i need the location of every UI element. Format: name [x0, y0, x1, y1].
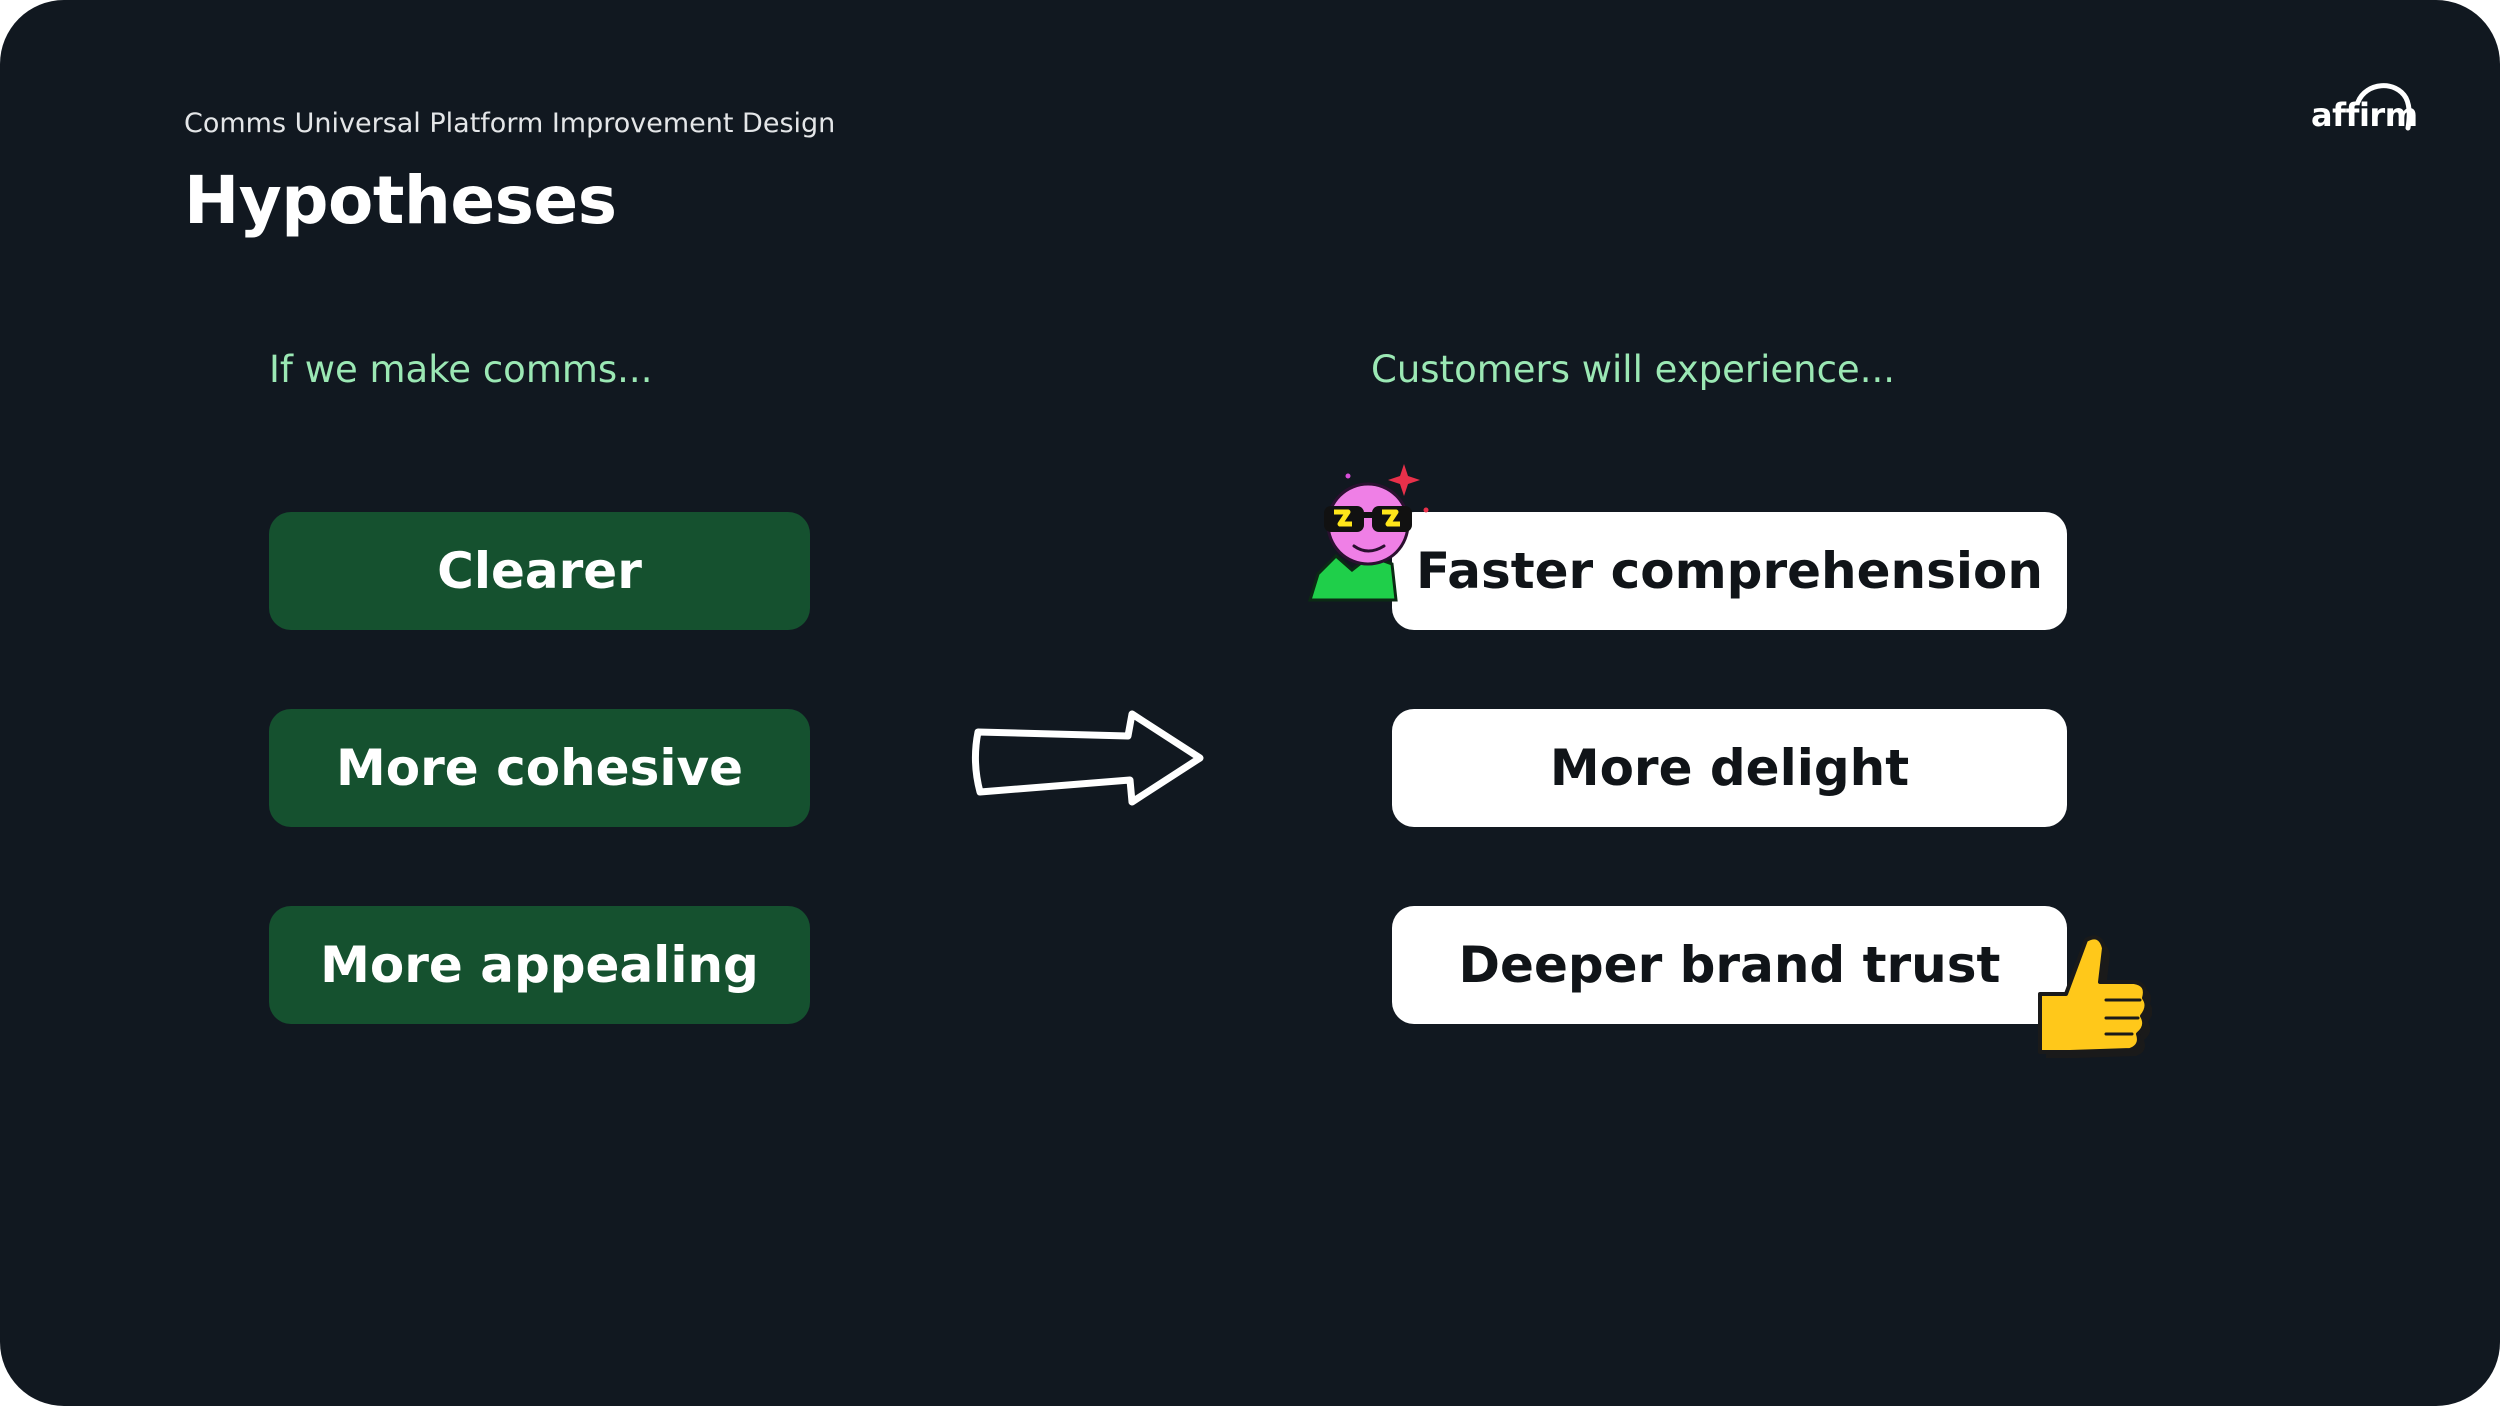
right-arrow-icon	[971, 710, 1204, 806]
deck-subtitle: Comms Universal Platform Improvement Des…	[184, 108, 836, 139]
affirm-logo: affirm	[2296, 76, 2418, 136]
hypothesis-input-appealing: More appealing	[269, 906, 810, 1024]
outcome-more-delight: More delight	[1392, 709, 2067, 827]
hypothesis-input-clearer: Clearer	[269, 512, 810, 630]
cool-face-sticker-icon	[1307, 464, 1430, 602]
outcome-deeper-brand-trust: Deeper brand trust	[1392, 906, 2067, 1024]
logo-text: affirm	[2311, 96, 2418, 134]
hypothesis-input-cohesive: More cohesive	[269, 709, 810, 827]
left-column-heading: If we make comms...	[269, 348, 653, 391]
logo-arc-icon	[2355, 83, 2412, 131]
thumbs-up-icon	[2038, 935, 2152, 1058]
page-title: Hypotheses	[184, 162, 617, 239]
outcome-faster-comprehension: Faster comprehension	[1392, 512, 2067, 630]
right-column-heading: Customers will experience...	[1371, 348, 1895, 391]
